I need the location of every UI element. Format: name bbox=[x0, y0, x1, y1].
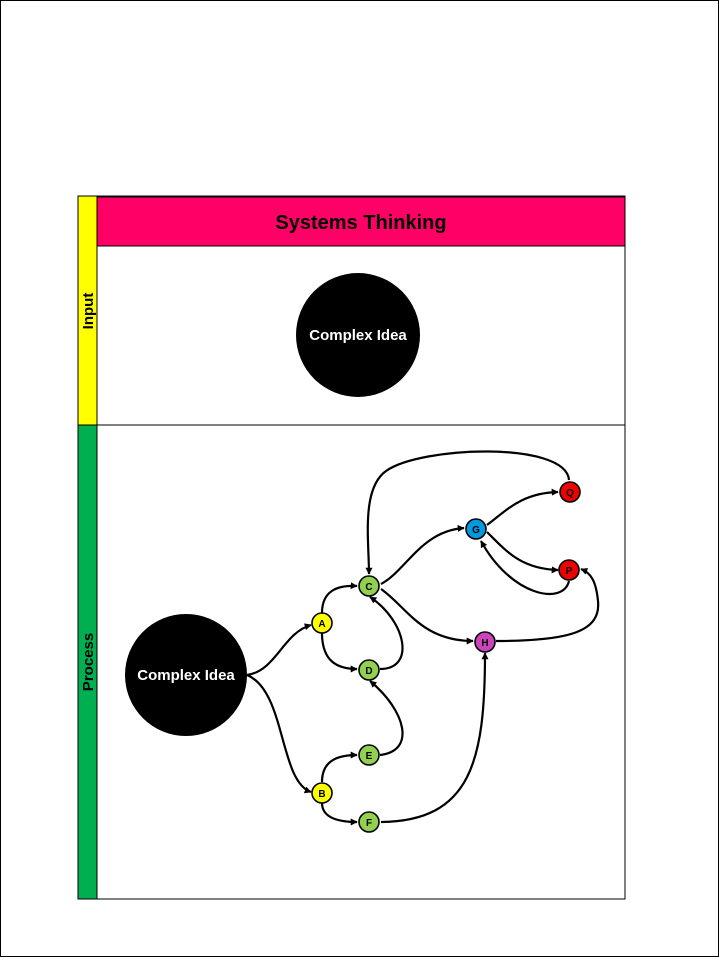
edge-d-c bbox=[369, 596, 404, 671]
edge-p-g bbox=[480, 540, 571, 596]
edge-g-q bbox=[486, 488, 559, 526]
node-h-circle bbox=[474, 631, 496, 653]
node-a: A bbox=[311, 612, 333, 634]
node-g-label: G bbox=[472, 525, 480, 536]
node-c: C bbox=[358, 575, 380, 597]
node-q: Q bbox=[559, 481, 581, 503]
node-p: P bbox=[558, 559, 580, 581]
node-b: B bbox=[311, 782, 333, 804]
node-p-label: P bbox=[566, 566, 573, 577]
process-complex-idea-label: Complex Idea bbox=[137, 667, 235, 684]
input-complex-idea-label: Complex Idea bbox=[309, 327, 407, 344]
edge-c-g bbox=[380, 524, 465, 585]
node-d-label: D bbox=[365, 666, 372, 677]
node-f: F bbox=[358, 811, 380, 833]
process-lane-band bbox=[77, 424, 98, 900]
node-a-circle bbox=[311, 612, 333, 634]
node-c-label: C bbox=[365, 582, 372, 593]
node-a-label: A bbox=[318, 619, 325, 630]
edge-idea-a bbox=[246, 623, 312, 677]
edge-b-e bbox=[320, 751, 358, 783]
node-b-label: B bbox=[318, 789, 325, 800]
node-e: E bbox=[358, 744, 380, 766]
node-g-circle bbox=[465, 518, 487, 540]
node-b-circle bbox=[311, 782, 333, 804]
node-p-circle bbox=[558, 559, 580, 581]
input-lane-label: Input bbox=[80, 293, 97, 330]
node-h: H bbox=[474, 631, 496, 653]
edges bbox=[246, 450, 600, 826]
edge-c-h bbox=[380, 588, 474, 645]
node-d-circle bbox=[358, 659, 380, 681]
node-q-label: Q bbox=[566, 488, 574, 499]
edge-h-p bbox=[495, 567, 600, 643]
edge-b-f bbox=[320, 802, 358, 826]
title-band bbox=[96, 196, 626, 247]
edge-a-c bbox=[320, 582, 358, 614]
input-complex-idea-node bbox=[296, 273, 420, 397]
node-e-circle bbox=[358, 744, 380, 766]
edge-a-d bbox=[320, 632, 358, 673]
edge-g-p bbox=[486, 531, 559, 574]
process-complex-idea-node bbox=[125, 614, 247, 736]
edge-q-c bbox=[365, 450, 571, 575]
node-f-label: F bbox=[366, 818, 372, 829]
node-f-circle bbox=[358, 811, 380, 833]
edge-f-h bbox=[380, 652, 489, 824]
edge-idea-b bbox=[246, 673, 312, 794]
process-lane-label: Process bbox=[80, 633, 97, 691]
diagram-title: Systems Thinking bbox=[275, 212, 446, 234]
node-d: D bbox=[358, 659, 380, 681]
node-c-circle bbox=[358, 575, 380, 597]
edge-e-d bbox=[369, 680, 404, 757]
node-e-label: E bbox=[366, 751, 373, 762]
node-q-circle bbox=[559, 481, 581, 503]
node-g: G bbox=[465, 518, 487, 540]
node-h-label: H bbox=[481, 638, 488, 649]
